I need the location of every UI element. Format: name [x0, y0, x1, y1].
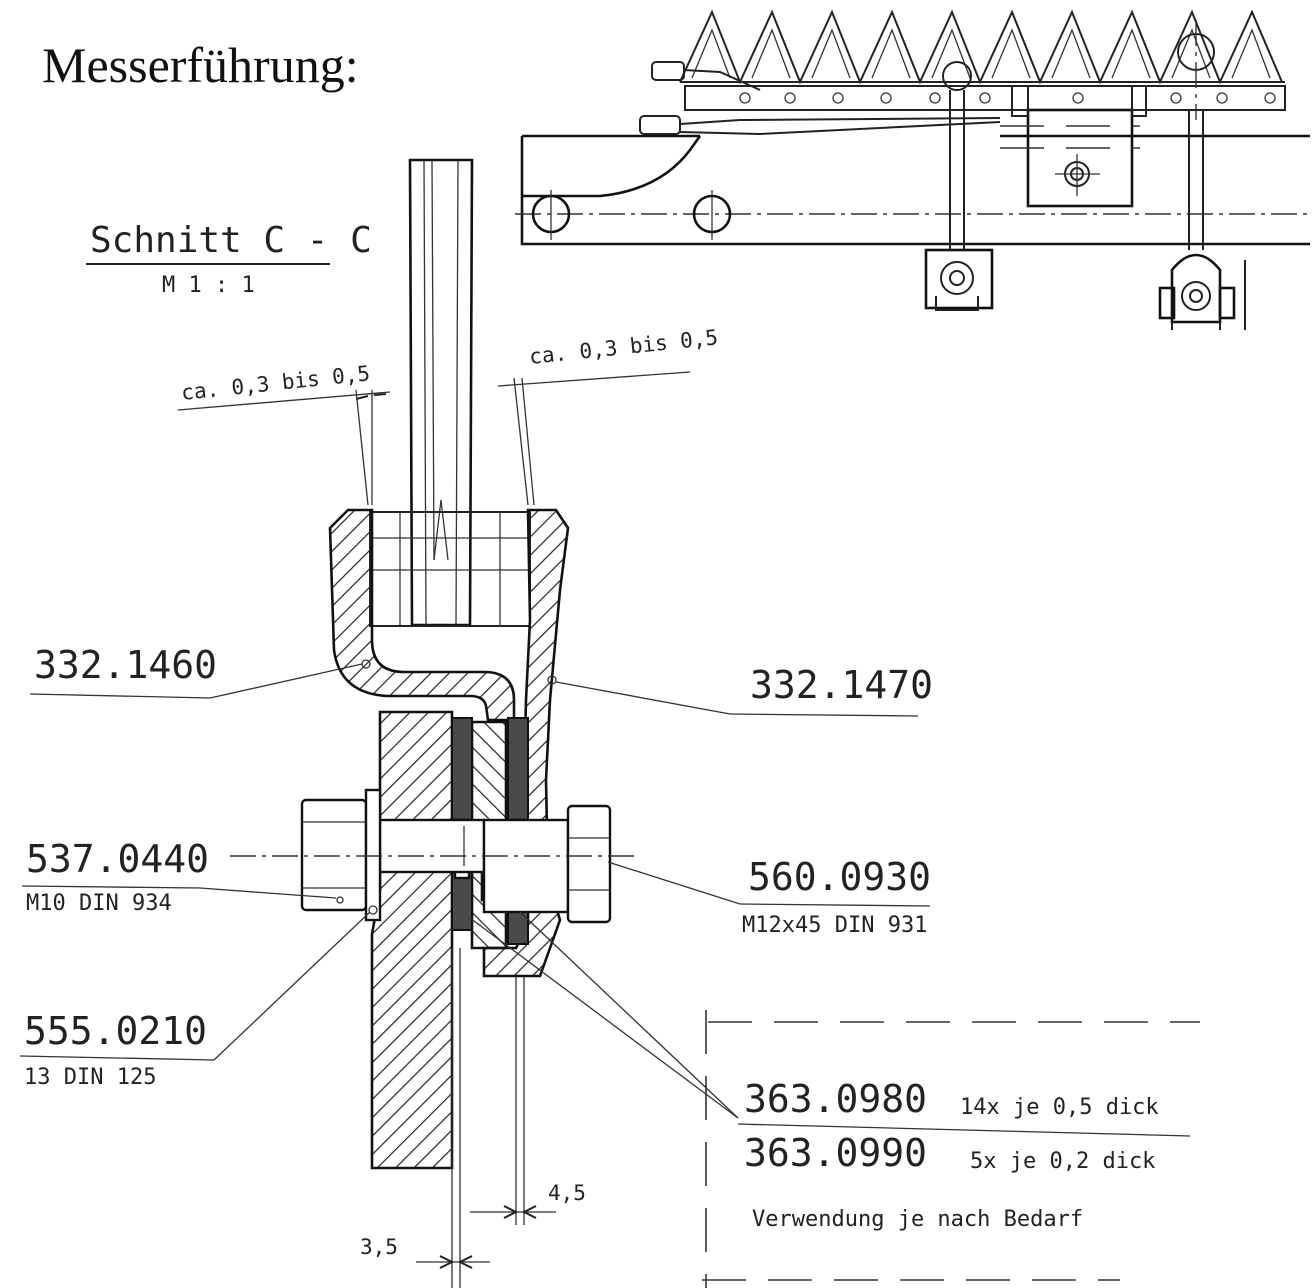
section-heading: Schnitt C - C M 1 : 1 [86, 220, 372, 298]
width-a-label: 3,5 [360, 1235, 398, 1259]
section-label: Schnitt C - C [90, 220, 372, 261]
part-number: 537.0440 [26, 837, 209, 881]
part-number: 555.0210 [24, 1009, 207, 1053]
part-number: 332.1470 [750, 663, 933, 707]
lower-left-body [370, 710, 454, 1170]
part-spec: M10 DIN 934 [26, 891, 172, 916]
callout-332-1470: 332.1470 [555, 663, 933, 717]
gap-dimensions: ca. 0,3 bis 0,5 ca. 0,3 bis 0,5 [177, 325, 719, 506]
page-title: Messerführung: [42, 37, 359, 93]
guide-rod-left [924, 61, 994, 311]
guide-rod-right [1158, 20, 1246, 330]
part-spec: 13 DIN 125 [24, 1065, 156, 1090]
section-assembly [230, 158, 640, 1288]
nut-m10 [300, 798, 368, 912]
shim-row-363-0980: 363.0980 14x je 0,5 dick [744, 1077, 1159, 1121]
gap-right-label: ca. 0,3 bis 0,5 [528, 325, 719, 369]
knife-blade [408, 158, 474, 627]
shim-note: 5x je 0,2 dick [970, 1149, 1155, 1174]
washer-13 [364, 788, 382, 922]
cutter-bar-overview [515, 9, 1310, 330]
shim-row-363-0990: 363.0990 5x je 0,2 dick [744, 1131, 1155, 1175]
callout-332-1460: 332.1460 [29, 643, 363, 699]
part-number: 560.0930 [748, 855, 931, 899]
shim-callout [469, 911, 1200, 1288]
shim-number: 363.0980 [744, 1077, 927, 1121]
callout-537-0440: 537.0440 M10 DIN 934 [21, 837, 337, 916]
shim-number: 363.0990 [744, 1131, 927, 1175]
width-dimensions: 3,5 4,5 [360, 1181, 586, 1269]
middle-block [470, 720, 508, 950]
knife-sections [679, 9, 1285, 85]
part-spec: M12x45 DIN 931 [742, 913, 927, 938]
shim-note: 14x je 0,5 dick [960, 1095, 1159, 1120]
part-332-1460-shape [328, 508, 516, 722]
part-number: 332.1460 [34, 643, 217, 687]
callout-560-0930: 560.0930 M12x45 DIN 931 [607, 855, 931, 938]
callout-555-0210: 555.0210 13 DIN 125 [19, 911, 371, 1090]
rivets [739, 92, 1276, 104]
width-b-label: 4,5 [548, 1181, 586, 1205]
section-scale: M 1 : 1 [162, 273, 255, 298]
gap-left-label: ca. 0,3 bis 0,5 [180, 361, 371, 405]
shim-usage-note: Verwendung je nach Bedarf [752, 1207, 1083, 1232]
